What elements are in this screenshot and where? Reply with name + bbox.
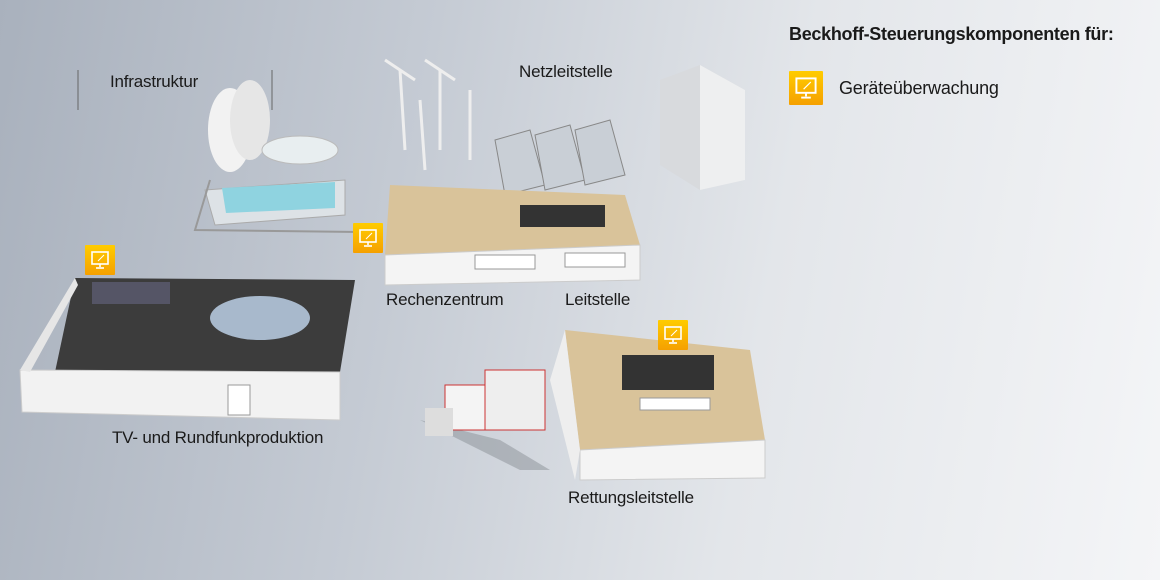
label-leitstelle: Leitstelle [565,290,631,309]
infrastructure-plant [77,70,361,233]
label-rettungsleitstelle: Rettungsleitstelle [568,488,694,507]
solar-panels [494,119,626,196]
label-netzleitstelle: Netzleitstelle [519,62,613,81]
wind-turbines [384,58,472,171]
control-building [660,65,745,190]
legend-monitor-icon [789,71,823,105]
tv-studio-building [19,278,355,421]
legend-item-label: Geräteüberwachung [839,78,999,98]
legend-title: Beckhoff-Steuerungskomponenten für: [789,24,1114,44]
label-rechenzentrum: Rechenzentrum [386,290,504,309]
monitor-icon[interactable] [658,320,688,350]
label-infrastruktur: Infrastruktur [110,72,199,91]
label-tv-rundfunk: TV- und Rundfunkproduktion [112,428,324,447]
datacenter-controlroom-building [384,185,641,286]
emergency-vehicles [420,369,550,470]
monitor-icon[interactable] [353,223,383,253]
monitor-icon[interactable] [85,245,115,275]
rescue-control-building [550,330,766,481]
